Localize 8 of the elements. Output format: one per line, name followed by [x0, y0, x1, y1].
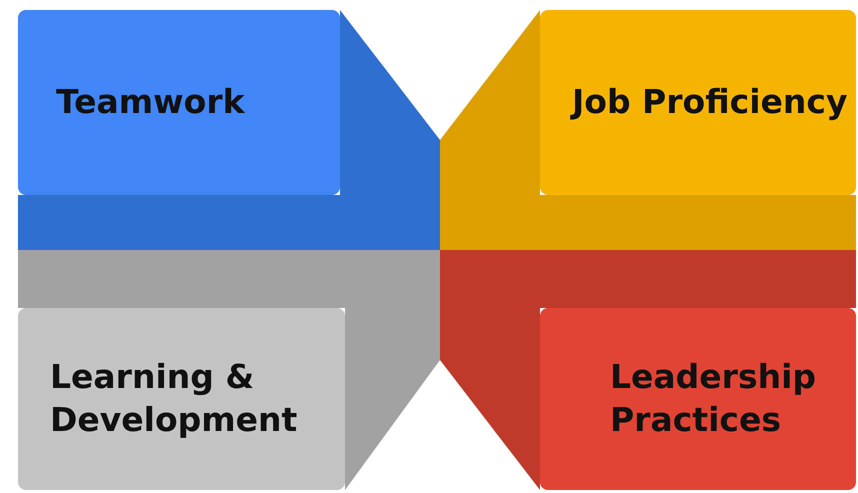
category-box: [540, 10, 856, 195]
category-label: Learning & Development: [50, 356, 298, 441]
category-label: Teamwork: [56, 81, 245, 124]
category-label: Job Proficiency: [572, 81, 848, 124]
category-label: Leadership Practices: [610, 356, 818, 441]
category-box: [18, 308, 345, 490]
category-box: [18, 10, 340, 195]
category-box: [540, 308, 856, 490]
